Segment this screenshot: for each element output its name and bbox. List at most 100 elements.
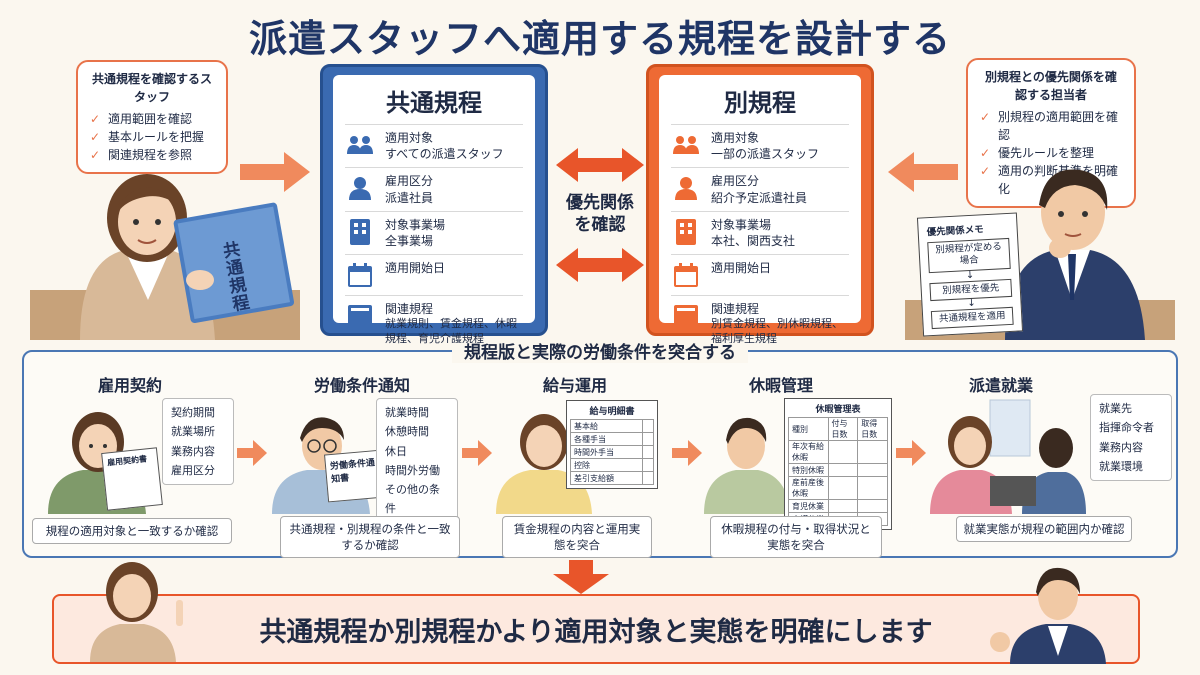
row-value: 紹介予定派遣社員: [711, 190, 808, 205]
leave-col-header: 種別: [788, 417, 829, 441]
person-icon: [345, 173, 375, 203]
check-item: 雇用区分: [171, 463, 215, 477]
priority-label-line: を確認: [574, 215, 626, 236]
separate-book-row: 適用開始日: [671, 254, 849, 295]
process-title: 規程版と実際の労働条件を突合する: [0, 338, 1200, 363]
common-book-row: 雇用区分派遣社員: [345, 167, 523, 210]
check-item: その他の条件: [385, 483, 440, 516]
staff-woman-illustration: [30, 174, 300, 340]
row-label: 雇用区分: [385, 174, 434, 189]
group-icon: [345, 130, 375, 160]
step-arrow-icon: [237, 440, 267, 466]
leave-row: 産前産後休暇: [788, 476, 829, 500]
check-item: 休憩時間: [385, 425, 429, 439]
row-label: 対象事業場: [385, 217, 446, 232]
common-rule-book: 共通規程 適用対象すべての派遣スタッフ 雇用区分派遣社員 対象事業場全事業場 適…: [320, 64, 548, 345]
leave-caption: 休暇規程の付与・取得状況と実態を突合: [710, 516, 882, 559]
man-fist-illustration: [990, 567, 1106, 664]
notice-caption: 共通規程・別規程の条件と一致するか確認: [280, 516, 460, 559]
left-bubble-item: 関連規程を参照: [90, 146, 214, 164]
conclusion-banner: 共通規程か別規程かより適用対象と実態を明確にします: [52, 594, 1140, 664]
building-icon: [671, 217, 701, 247]
process-title-text: 規程版と実際の労働条件を突合する: [452, 343, 748, 363]
row-value: 全事業場: [385, 233, 434, 248]
check-item: 就業環境: [1099, 459, 1143, 473]
row-value: 本社、関西支社: [711, 233, 796, 248]
check-item: 業務内容: [171, 444, 215, 458]
leave-manager-illustration: [704, 417, 790, 514]
left-bubble-item: 適用範囲を確認: [90, 110, 214, 128]
doc-title: 休暇管理表: [815, 405, 861, 415]
leave-col-header: 取得日数: [857, 417, 888, 441]
memo-box-3: 共通規程を適用: [930, 306, 1014, 330]
doc-title: 雇用契約書: [106, 454, 148, 468]
check-item: 就業先: [1099, 402, 1132, 415]
row-value: 一部の派遣スタッフ: [711, 147, 820, 162]
leave-table-document: 休暇管理表 種別付与日数取得日数 年次有給休暇 特別休暇 産前産後休暇 育児休業…: [784, 398, 892, 530]
dispatch-caption: 就業実態が規程の範囲内か確認: [956, 516, 1132, 543]
row-value: 別賃金規程、別休暇規程、福利厚生規程: [711, 317, 843, 346]
step-title-working-conditions: 労働条件通知: [313, 376, 410, 395]
row-label: 適用開始日: [385, 261, 446, 276]
arrow-right-icon: [240, 152, 310, 192]
row-label: 適用開始日: [711, 261, 772, 276]
building-icon: [345, 217, 375, 247]
payslip-document: 給与明細書 基本給 各種手当 時間外手当 控除 差引支給額: [566, 400, 658, 489]
left-speech-bubble: 共通規程を確認するスタッフ 適用範囲を確認 基本ルールを把握 関連規程を参照: [76, 60, 228, 174]
step-title-employment-contract: 雇用契約: [97, 376, 162, 395]
priority-memo: 優先関係メモ 別規程が定める場合 ↓ 別規程を優先 ↓ 共通規程を適用: [916, 212, 1024, 337]
check-item: 時間外労働: [385, 463, 440, 477]
separate-book-row: 関連規程別賃金規程、別休暇規程、福利厚生規程: [671, 295, 849, 352]
dispatch-checklist: 就業先 指揮命令者 業務内容 就業環境: [1090, 394, 1172, 481]
conclusion-text: 共通規程か別規程かより適用対象と実態を明確にします: [259, 616, 933, 648]
payslip-row: 控除: [569, 458, 644, 472]
common-book-row: 関連規程就業規則、賃金規程、休暇規程、育児介護規程: [345, 295, 523, 352]
dispatch-meeting-illustration: [930, 399, 1086, 514]
step-arrow-icon: [672, 440, 702, 466]
right-speech-bubble: 別規程との優先関係を確認する担当者 別規程の適用範囲を確認 優先ルールを整理 適…: [966, 58, 1136, 208]
row-label: 関連規程: [711, 302, 760, 317]
row-label: 適用対象: [385, 131, 434, 145]
step-arrow-icon: [462, 440, 492, 466]
check-item: 業務内容: [1099, 440, 1143, 454]
payslip-row: 各種手当: [569, 432, 644, 446]
leave-row: 育児休業: [788, 499, 829, 513]
step-title-payroll: 給与運用: [542, 376, 607, 395]
arrow-left-icon: [888, 152, 958, 192]
step-title-dispatch-work: 派遣就業: [968, 376, 1033, 395]
calendar-icon: [345, 260, 375, 290]
right-bubble-heading: 別規程との優先関係を確認する担当者: [985, 70, 1117, 102]
priority-label-line: 優先関係: [566, 193, 634, 213]
double-arrow-icon: [556, 148, 644, 182]
separate-book-title: 別規程: [724, 89, 796, 117]
separate-book-row: 対象事業場本社、関西支社: [671, 210, 849, 254]
book-icon: [345, 301, 375, 331]
contract-checklist: 契約期間 就業場所 業務内容 雇用区分: [162, 398, 234, 485]
person-icon: [671, 173, 701, 203]
row-value: すべての派遣スタッフ: [385, 147, 504, 162]
doc-title: 労働条件通知書: [329, 458, 376, 486]
left-bubble-item: 基本ルールを把握: [90, 128, 214, 146]
down-arrow-icon: [553, 560, 609, 594]
payslip-row: 時間外手当: [569, 445, 644, 459]
check-item: 契約期間: [171, 406, 215, 419]
doc-title: 給与明細書: [589, 407, 635, 417]
common-book-row: 適用対象すべての派遣スタッフ: [345, 124, 523, 167]
book-icon: [671, 301, 701, 331]
row-label: 対象事業場: [711, 217, 772, 232]
check-item: 休日: [385, 444, 407, 458]
notice-checklist: 就業時間 休憩時間 休日 時間外労働 その他の条件: [376, 398, 458, 524]
leave-col-header: 付与日数: [827, 417, 859, 441]
priority-check-label: 優先関係 を確認: [556, 192, 644, 236]
common-book-row: 適用開始日: [345, 254, 523, 295]
leave-row: 特別休暇: [788, 463, 829, 477]
separate-book-row: 雇用区分紹介予定派遣社員: [671, 167, 849, 210]
memo-title: 優先関係メモ: [926, 224, 984, 239]
row-label: 関連規程: [385, 302, 434, 317]
contract-caption: 規程の適用対象と一致するか確認: [32, 518, 232, 545]
separate-rule-book: 別規程 適用対象一部の派遣スタッフ 雇用区分紹介予定派遣社員 対象事業場本社、関…: [646, 64, 874, 345]
check-item: 就業場所: [171, 425, 215, 439]
row-value: 就業規則、賃金規程、休暇規程、育児介護規程: [385, 317, 517, 346]
check-item: 指揮命令者: [1099, 421, 1154, 435]
page-title: 派遣スタッフへ適用する規程を設計する: [248, 17, 951, 61]
